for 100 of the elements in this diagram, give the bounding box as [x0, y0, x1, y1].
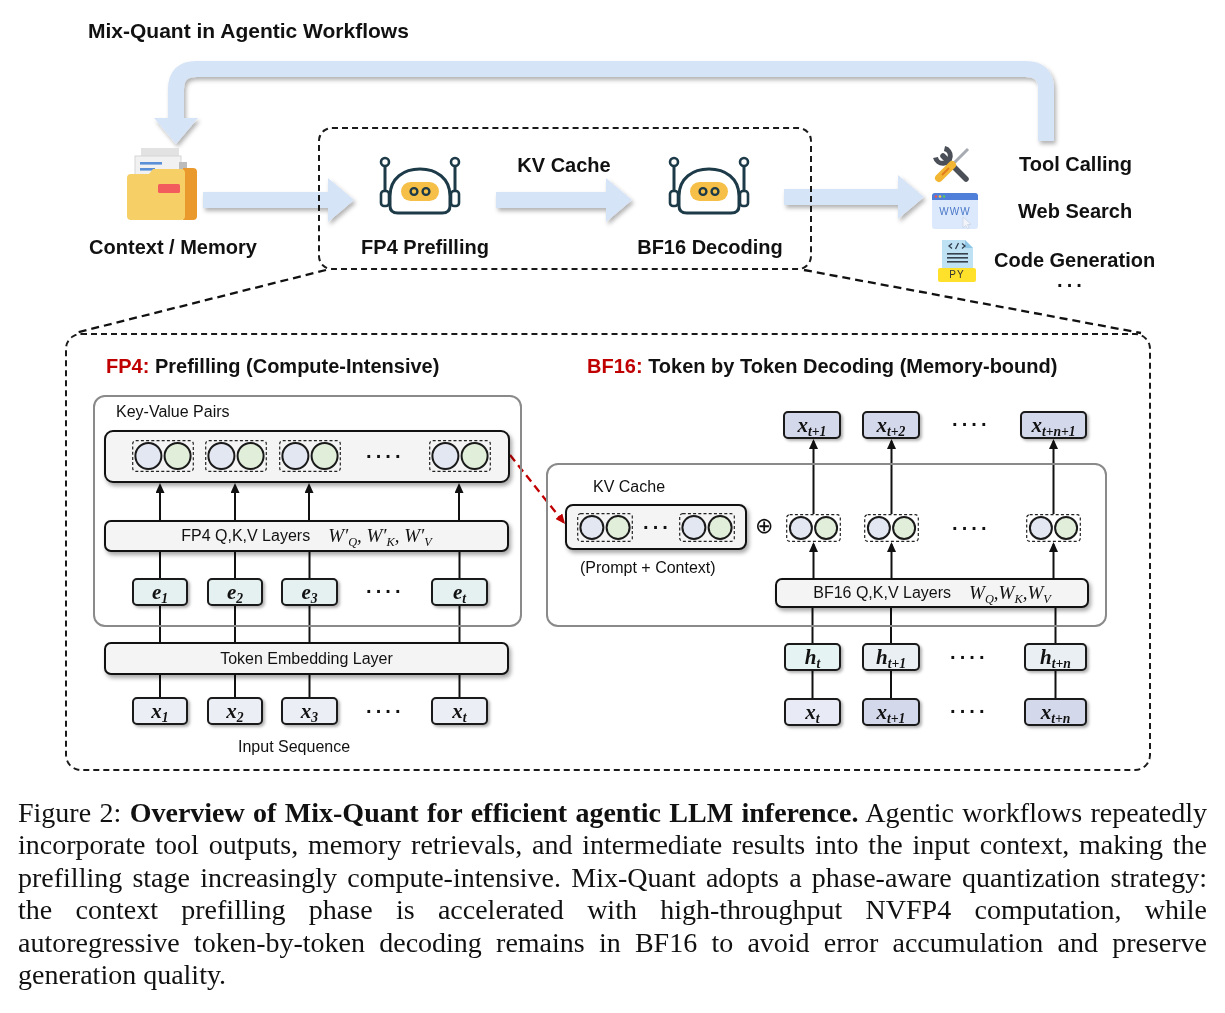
block-arrow — [784, 175, 924, 219]
node-label: Context / Memory — [89, 235, 257, 259]
node-label: FP4 Prefilling — [361, 235, 489, 259]
token-label: x$_{t+n}$ — [1040, 701, 1071, 723]
token-box — [1020, 411, 1087, 439]
token-label: h$_{t}$ — [804, 646, 821, 668]
token-label: x$_{t+1}$ — [876, 701, 906, 723]
dashed-arrow — [509, 454, 565, 524]
line — [458, 605, 461, 643]
layer-bar — [104, 520, 509, 552]
line — [890, 670, 892, 699]
dashed-frame — [65, 333, 1151, 771]
line — [159, 551, 161, 579]
line — [1054, 607, 1057, 644]
token-label: x$_{3}$ — [300, 700, 319, 722]
line — [890, 607, 892, 644]
layer-label: Token Embedding Layer — [220, 648, 393, 669]
icon-text: WWW — [939, 207, 971, 217]
circled-plus-symbol: ⊕ — [755, 513, 774, 540]
layer-label: FP4 Q,K,V Layers — [181, 526, 311, 546]
ellipsis: ··· — [1057, 273, 1086, 297]
line — [811, 670, 814, 699]
token-label: x$_{t}$ — [805, 701, 820, 723]
token-label: x$_{t+2}$ — [876, 414, 906, 436]
node-label: Code Generation — [994, 248, 1156, 272]
token-label: e$_{2}$ — [226, 581, 244, 603]
token-box — [862, 698, 920, 726]
ellipsis: ···· — [952, 412, 991, 436]
node-label: KV Cache — [593, 477, 666, 497]
line — [234, 605, 236, 643]
arrow — [809, 439, 818, 515]
token-box — [862, 643, 920, 671]
line — [458, 674, 461, 698]
arrow — [1049, 439, 1058, 515]
ellipsis: ···· — [950, 699, 989, 723]
arrow — [809, 542, 818, 579]
figure-caption: Figure 2: Overview of Mix-Quant for efficient agentic LLM inference. Agentic workflows repeatedly incorporate tool outputs, memory retrievals, and intermediate results into the input context, making the prefilling stage increasingly compute-intensive. Mix-Quant adopts a phase-aware quantization strategy: the context prefilling phase is accelerated with high-throughput NVFP4 computation, while autoregressive token-by-token decoding remains in BF16 to avoid error accumulation and preserve generation quality. — [18, 797, 1207, 992]
node-label: BF16 Decoding — [637, 235, 783, 259]
line — [811, 607, 814, 644]
token-box — [783, 411, 841, 439]
line — [159, 605, 161, 643]
token-box — [281, 578, 338, 606]
token-box — [1024, 643, 1087, 671]
line — [234, 674, 236, 698]
line — [308, 551, 311, 579]
node-label: Web Search — [1018, 199, 1133, 223]
token-label: e$_{t}$ — [452, 581, 467, 603]
arrow — [887, 542, 896, 579]
ellipsis: ···· — [950, 645, 989, 669]
token-label: x$_{t+n+1}$ — [1031, 414, 1076, 436]
token-label: x$_{2}$ — [226, 700, 244, 722]
arrow — [1049, 542, 1058, 579]
arrow — [155, 483, 165, 521]
line — [1054, 670, 1057, 699]
node-label: Tool Calling — [1019, 152, 1132, 176]
token-box — [1024, 698, 1087, 726]
rounded-panel — [93, 395, 522, 627]
token-label: x$_{t+1}$ — [797, 414, 827, 436]
section-heading: BF16: Token by Token Decoding (Memory-bound) — [587, 354, 1058, 378]
arrow — [887, 439, 896, 515]
icon-text: PY — [949, 270, 965, 280]
token-box — [784, 643, 841, 671]
token-box — [784, 698, 841, 726]
ellipsis: ···· — [366, 579, 405, 603]
block-arrow — [203, 178, 354, 222]
diagram-title: Mix-Quant in Agentic Workflows — [88, 18, 409, 44]
ellipsis: ···· — [366, 699, 405, 723]
weight-label: W′$_{Q}$, W′$_{K}$, W′$_{V}$ — [328, 524, 432, 548]
line — [159, 674, 161, 698]
dashed-line — [803, 268, 1142, 335]
layer-label: BF16 Q,K,V Layers — [813, 583, 952, 603]
line — [458, 551, 461, 579]
block-arrow — [154, 61, 1054, 144]
panel-label: Key-Value Pairs — [116, 402, 230, 422]
token-box — [207, 697, 263, 725]
token-box — [207, 578, 263, 606]
token-label: e$_{1}$ — [151, 581, 169, 603]
kv-pairs-bar — [104, 430, 510, 483]
node-caption: (Prompt + Context) — [580, 558, 716, 578]
arrow — [230, 483, 240, 521]
token-label: e$_{3}$ — [301, 581, 318, 603]
token-box — [132, 697, 188, 725]
token-box — [281, 697, 338, 725]
line — [234, 551, 236, 579]
token-box — [431, 697, 488, 725]
token-label: h$_{t+n}$ — [1040, 646, 1071, 668]
token-label: h$_{t+1}$ — [875, 646, 907, 668]
token-label: x$_{t}$ — [452, 700, 467, 722]
arrow — [454, 483, 464, 521]
ellipsis: ···· — [952, 516, 991, 540]
line — [308, 674, 311, 698]
weight-label: W$_{Q}$,W$_{K}$,W$_{V}$ — [969, 581, 1051, 605]
ellipsis: ··· — [643, 515, 672, 539]
arrow — [304, 483, 314, 521]
token-box — [132, 578, 188, 606]
token-label: x$_{1}$ — [151, 700, 169, 722]
block-arrow — [496, 178, 632, 222]
token-box — [862, 411, 920, 439]
section-heading: FP4: Prefilling (Compute-Intensive) — [106, 354, 440, 378]
layer-bar — [104, 642, 509, 675]
